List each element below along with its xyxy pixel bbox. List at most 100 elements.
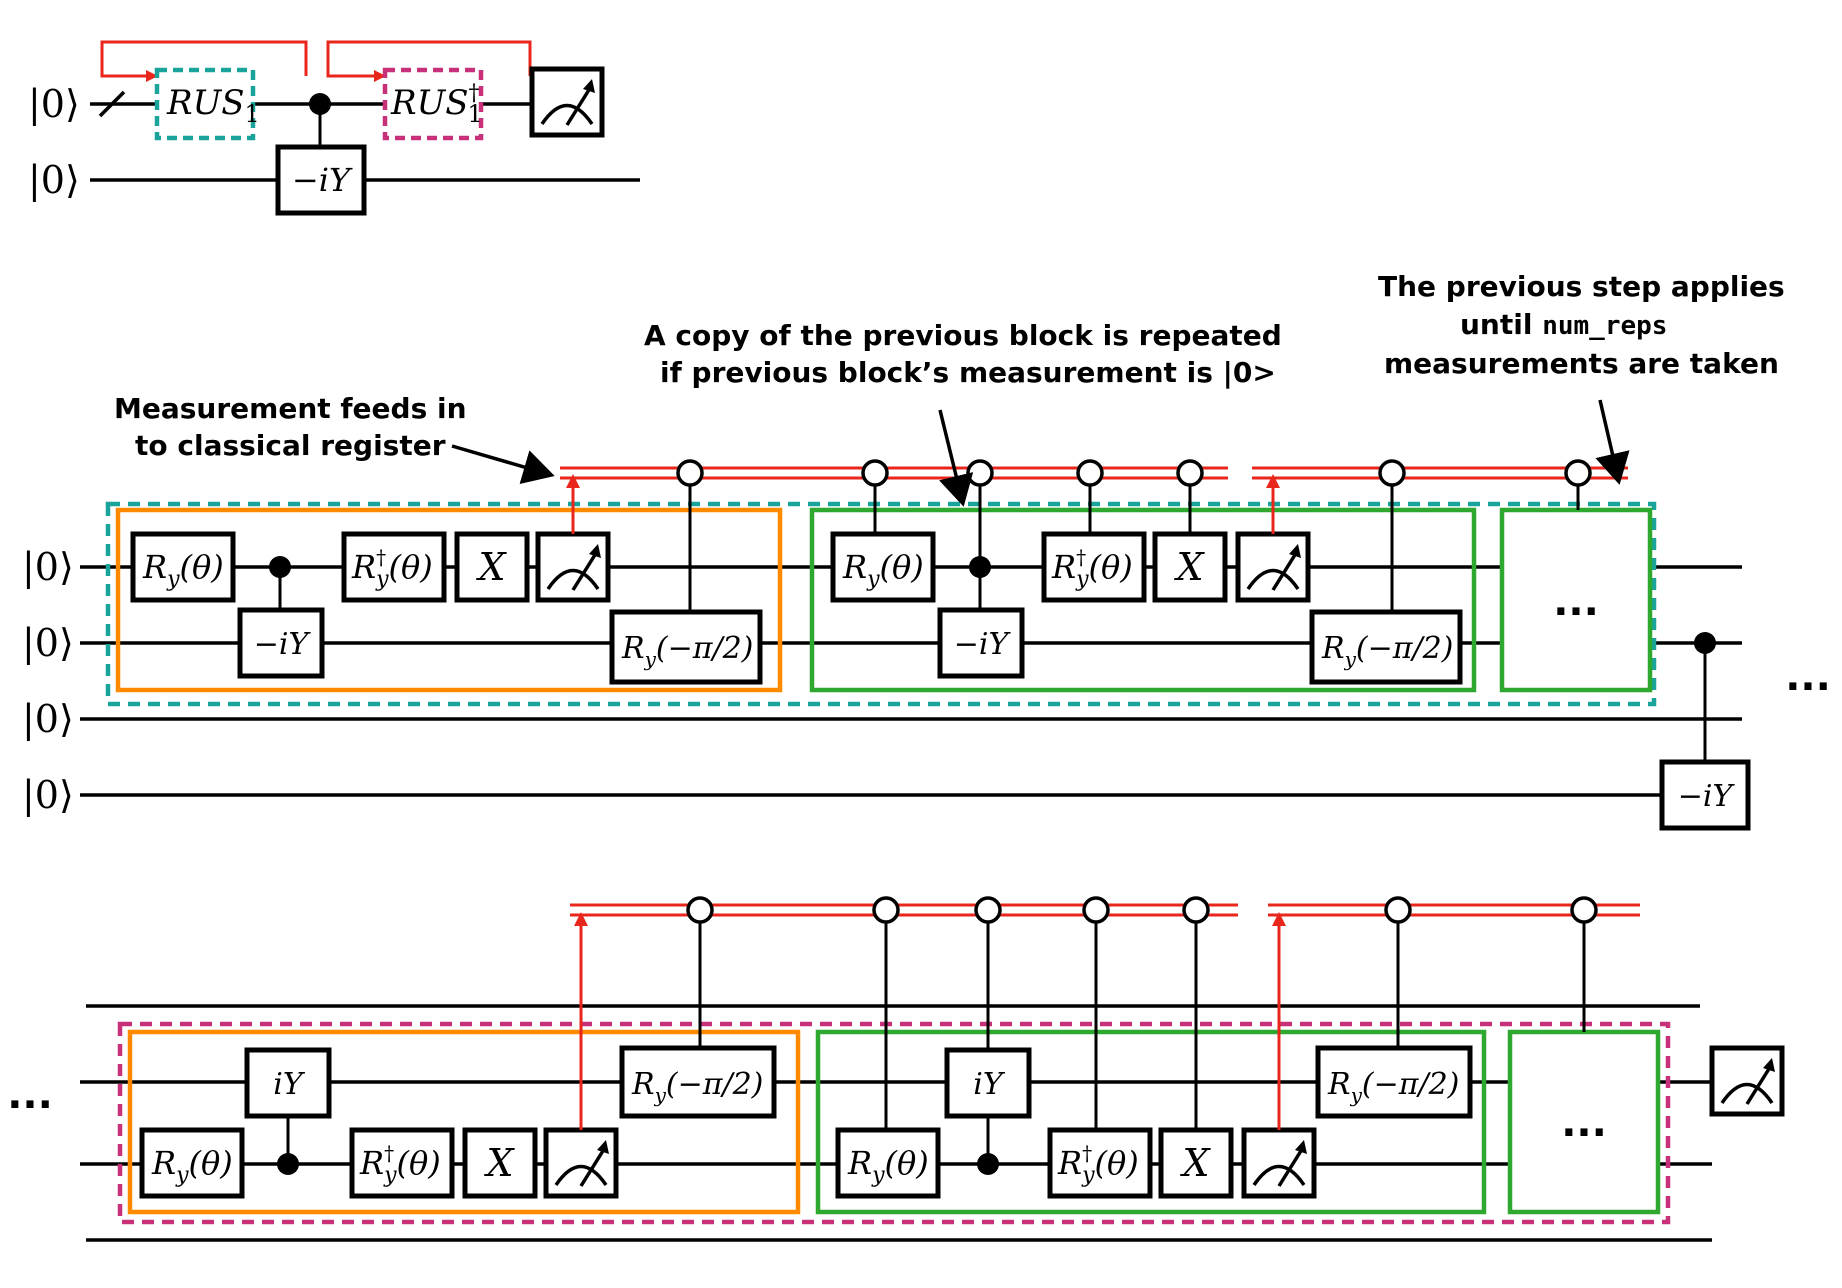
bot-orange-block: [127, 1029, 801, 1215]
bot-ry-dag-gate-2: [1047, 1127, 1153, 1199]
mid-control-dot-2: [969, 556, 991, 578]
mid-ellipsis-end: ...: [1785, 654, 1831, 700]
mid-ry-mpi-gate-1: [609, 609, 763, 685]
bot-ry-theta-label-2: Ry(θ): [847, 1144, 929, 1188]
mid-ellipsis-block: [1499, 507, 1653, 693]
bot-ry-theta-gate-1: [139, 1127, 245, 1199]
bot-ellipsis-box-text: ...: [1561, 1100, 1607, 1146]
bot-ry-dag-label-2: R†y(θ): [1057, 1141, 1139, 1188]
bot-ry-theta-gate-2: [835, 1127, 941, 1199]
note-measure-line2: to classical register: [135, 429, 446, 462]
mid-x-gate-2: [1152, 531, 1228, 603]
mid-x-label-1: X: [475, 545, 507, 589]
mid-ry-mpi-label-1: Ry(−π/2): [621, 631, 753, 671]
mid-green-block: [809, 507, 1477, 693]
note-copy-line1: A copy of the previous block is repeated: [644, 319, 1282, 352]
rus1-dagger-box: [382, 67, 484, 141]
bot-ry-dag-gate-1: [349, 1127, 455, 1199]
note-prev-arrow: [1595, 399, 1630, 485]
mid-ry-mpi-label-2: Ry(−π/2): [1321, 631, 1453, 671]
mid-control-dot-1: [269, 556, 291, 578]
mid-miy-gate-2: [937, 607, 1025, 679]
mid-orange-block: [115, 507, 783, 693]
top-control-dot: [309, 93, 331, 115]
mid-ry-dag-gate-2: [1041, 531, 1147, 603]
mid-ry-theta-label-2: Ry(θ): [842, 548, 924, 592]
top-miy-label: −iY: [292, 161, 353, 199]
bot-ry-theta-label-1: Ry(θ): [151, 1144, 233, 1188]
mid-miy-label-2: −iY: [954, 627, 1012, 662]
note-copy-line2: if previous block’s measurement is |0>: [660, 356, 1276, 389]
middle-circuit: |0⟩ |0⟩ |0⟩ |0⟩ Ry(θ) −iY R†y(θ) X: [22, 270, 1831, 831]
mid-ket-4: |0⟩: [22, 773, 74, 817]
mid-open-control-5: [1176, 459, 1204, 487]
note-prev-line1: The previous step applies: [1378, 270, 1785, 303]
bot-control-dot-1: [277, 1153, 299, 1175]
bot-final-measure-icon: [1712, 1048, 1782, 1114]
mid-ry-mpi-gate-2: [1309, 609, 1463, 685]
bot-magenta-block: [117, 1021, 1671, 1225]
feedback-loop-1: [100, 40, 308, 78]
mid-control-dot-3: [1694, 632, 1716, 654]
mid-ry-theta-label-1: Ry(θ): [142, 548, 224, 592]
mid-miy-gate-3: [1659, 759, 1751, 831]
bot-open-control-4: [1082, 896, 1110, 924]
bot-open-control-3: [974, 896, 1002, 924]
mid-measure-icon-1: [538, 534, 608, 600]
mid-open-control-7: [1564, 459, 1592, 487]
mid-open-control-3: [966, 459, 994, 487]
bot-ry-dag-label-1: R†y(θ): [359, 1141, 441, 1188]
mid-open-control-6: [1378, 459, 1406, 487]
bot-ellipsis-start: ...: [7, 1072, 53, 1118]
bot-iy-gate-2: [944, 1047, 1032, 1119]
rus1-label: RUS1: [166, 83, 260, 128]
mid-ry-dag-label-2: R†y(θ): [1051, 545, 1133, 592]
bot-x-label-1: X: [483, 1141, 515, 1185]
mid-open-control-1: [676, 459, 704, 487]
top-miy-gate: [275, 144, 367, 216]
mid-miy-label-1: −iY: [254, 627, 312, 662]
note-copy-arrow: [938, 409, 974, 507]
mid-ry-theta-gate-1: [130, 531, 236, 603]
note-prev-line3: measurements are taken: [1384, 347, 1779, 380]
bot-open-control-7: [1570, 896, 1598, 924]
bot-ry-mpi-label-1: Ry(−π/2): [631, 1067, 763, 1107]
mid-x-label-2: X: [1173, 545, 1205, 589]
note-prev-line2: until num_reps: [1460, 308, 1667, 341]
bottom-circuit: ... Ry(θ) iY R†y(θ) X Ry(−π/2) Ry(θ): [7, 896, 1782, 1242]
bot-open-control-6: [1384, 896, 1412, 924]
top-ket-1: |0⟩: [28, 82, 80, 126]
mid-measure-icon-2: [1238, 534, 1308, 600]
mid-ellipsis-box-text: ...: [1553, 579, 1599, 625]
bot-x-gate-1: [462, 1127, 538, 1199]
mid-ry-dag-gate-1: [341, 531, 447, 603]
mid-ry-dag-label-1: R†y(θ): [351, 545, 433, 592]
feedback-loop-2: [326, 40, 532, 78]
bot-iy-gate-1: [244, 1047, 332, 1119]
register-slash: [98, 90, 126, 118]
rus1-box: [154, 67, 256, 141]
bot-ry-mpi-label-2: Ry(−π/2): [1327, 1067, 1459, 1107]
mid-ket-1: |0⟩: [22, 545, 74, 589]
mid-open-control-4: [1076, 459, 1104, 487]
mid-miy-label-3: −iY: [1678, 779, 1736, 814]
note-measure-line1: Measurement feeds in: [114, 392, 467, 425]
bot-control-dot-2: [977, 1153, 999, 1175]
feedback-arrowhead-1: [146, 70, 158, 82]
bot-measure-icon-1: [546, 1130, 616, 1196]
mid-ket-3: |0⟩: [22, 697, 74, 741]
mid-teal-block: [105, 501, 1657, 707]
bot-x-label-2: X: [1179, 1141, 1211, 1185]
rus1-dagger-label: RUS†1: [390, 81, 483, 128]
note-measure-arrow: [451, 444, 555, 484]
mid-miy-gate-1: [237, 607, 325, 679]
bot-green-block: [815, 1029, 1487, 1215]
bot-iy-label-1: iY: [273, 1067, 306, 1102]
bot-open-control-5: [1182, 896, 1210, 924]
bot-open-control-1: [686, 896, 714, 924]
bot-x-gate-2: [1158, 1127, 1234, 1199]
bot-open-control-2: [872, 896, 900, 924]
mid-ry-theta-gate-2: [830, 531, 936, 603]
top-circuit: |0⟩ |0⟩ RUS1 −iY RUS†1: [28, 40, 640, 216]
